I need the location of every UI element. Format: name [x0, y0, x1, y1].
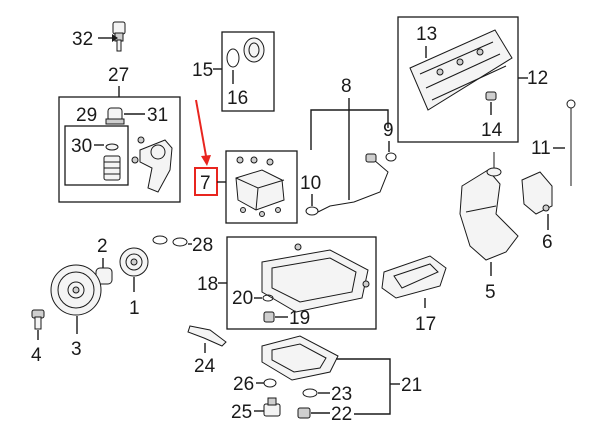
group-box-18	[226, 236, 377, 330]
callout-28: 28	[192, 235, 213, 256]
callout-2: 2	[97, 236, 108, 257]
part-21-lower-oil-pan	[261, 335, 339, 381]
callout-13: 13	[416, 24, 437, 45]
callout-1: 1	[129, 298, 140, 319]
callout-32: 32	[72, 29, 93, 50]
callout-9: 9	[383, 120, 394, 141]
part-25-sensor	[263, 397, 281, 417]
callout-30: 30	[71, 136, 92, 157]
part-17-baffle	[381, 255, 447, 299]
group-box-15	[221, 31, 275, 112]
callout-25: 25	[231, 402, 252, 423]
part-19-plug	[263, 311, 275, 323]
callout-16: 16	[227, 88, 248, 109]
highlight-arrowhead	[201, 155, 211, 166]
part-7-oil-separator	[235, 156, 285, 217]
callout-27: 27	[108, 65, 129, 86]
part-8-breather-hose	[317, 153, 389, 213]
part-6-bracket	[521, 171, 553, 215]
arrow-32	[112, 34, 118, 42]
part-26-o-ring	[263, 378, 277, 388]
callout-3: 3	[71, 339, 82, 360]
part-27-filter-housing	[131, 136, 173, 193]
part-32-sensor	[112, 21, 126, 52]
callout-22: 22	[331, 404, 352, 425]
part-24-sealant-tube	[187, 325, 227, 347]
part-30-filter	[103, 143, 121, 181]
part-28-gaskets	[152, 235, 188, 247]
callout-23: 23	[331, 384, 352, 405]
callout-26: 26	[233, 374, 254, 395]
callout-20: 20	[232, 288, 253, 309]
callout-18: 18	[197, 274, 218, 295]
callout-19: 19	[289, 308, 310, 329]
callout-6: 6	[542, 232, 553, 253]
callout-29: 29	[76, 105, 97, 126]
callout-12: 12	[527, 68, 548, 89]
callout-7: 7	[200, 173, 211, 194]
callout-10: 10	[300, 173, 321, 194]
part-18-upper-oil-pan	[261, 243, 370, 313]
leader-21	[336, 358, 391, 415]
callout-24: 24	[194, 356, 216, 377]
group-box-7	[225, 150, 298, 224]
highlight-arrow-line	[195, 99, 207, 157]
part-23-o-ring	[302, 388, 318, 398]
part-15-filler-cap	[226, 37, 265, 68]
callout-17: 17	[415, 314, 436, 335]
part-10-o-ring	[305, 206, 319, 216]
part-14-sensor	[485, 91, 497, 101]
callout-4: 4	[31, 345, 42, 366]
part-22-drain-plug	[297, 407, 311, 419]
part-1-pulley	[119, 247, 149, 277]
part-5-oil-pump	[459, 152, 519, 261]
group-box-27	[58, 96, 181, 203]
part-31-cap	[105, 107, 125, 125]
callout-21: 21	[401, 375, 422, 396]
part-20-o-ring	[262, 294, 274, 302]
part-13-valve-cover	[409, 29, 513, 111]
callout-14: 14	[481, 120, 503, 141]
callout-5: 5	[485, 282, 496, 303]
part-9-o-ring	[385, 152, 397, 162]
callout-15: 15	[192, 60, 213, 81]
part-3-harmonic-balancer	[50, 264, 102, 316]
group-box-30	[64, 125, 129, 186]
part-4-bolt	[31, 309, 45, 330]
callout-8: 8	[341, 76, 352, 97]
group-box-12	[397, 16, 519, 143]
callout-31: 31	[147, 105, 168, 126]
callout-11: 11	[531, 138, 551, 159]
